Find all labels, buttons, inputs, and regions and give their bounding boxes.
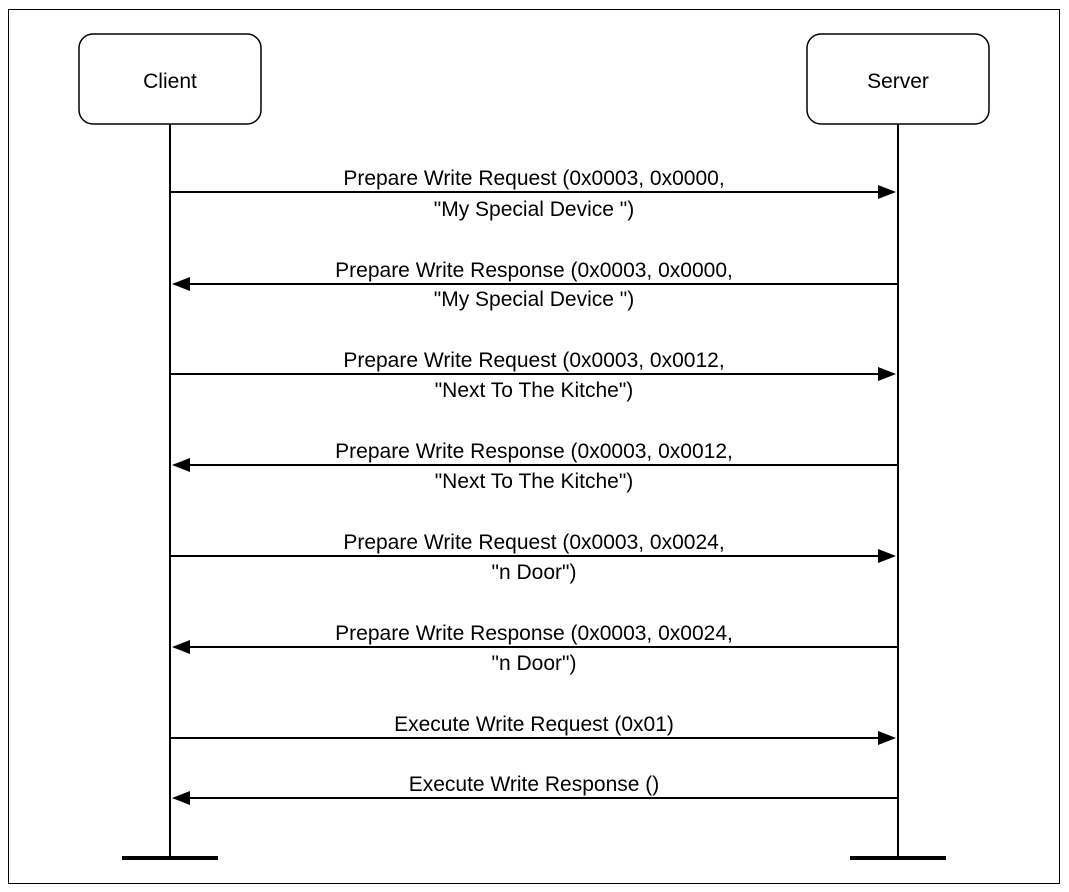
message-label-line1: Prepare Write Response (0x0003, 0x0024, bbox=[335, 622, 733, 645]
message-label-line1: Execute Write Request (0x01) bbox=[394, 713, 674, 736]
message-label-line1: Prepare Write Request (0x0003, 0x0000, bbox=[343, 167, 724, 190]
message-label-line2: "My Special Device ") bbox=[434, 198, 634, 221]
message-label-line2: "n Door") bbox=[492, 652, 577, 675]
client-participant: Client bbox=[78, 33, 262, 860]
message-2: Prepare Write Response (0x0003, 0x0000, … bbox=[172, 259, 898, 311]
server-label: Server bbox=[867, 70, 929, 93]
message-label-line1: Prepare Write Response (0x0003, 0x0012, bbox=[335, 440, 733, 463]
arrowhead-right bbox=[878, 549, 896, 563]
arrowhead-left bbox=[172, 791, 190, 805]
message-1: Prepare Write Request (0x0003, 0x0000, "… bbox=[170, 167, 896, 221]
message-7: Execute Write Request (0x01) bbox=[170, 713, 896, 745]
arrowhead-left bbox=[172, 458, 190, 472]
message-label-line1: Prepare Write Response (0x0003, 0x0000, bbox=[335, 259, 733, 282]
arrowhead-left bbox=[172, 277, 190, 291]
message-label-line1: Prepare Write Request (0x0003, 0x0024, bbox=[343, 531, 724, 554]
message-6: Prepare Write Response (0x0003, 0x0024, … bbox=[172, 622, 898, 675]
message-label-line2: "My Special Device ") bbox=[434, 288, 634, 311]
message-label-line2: "Next To The Kitche") bbox=[435, 470, 634, 493]
diagram-frame bbox=[8, 9, 1060, 884]
client-label: Client bbox=[143, 70, 197, 93]
message-label-line1: Execute Write Response () bbox=[409, 773, 660, 796]
message-label-line1: Prepare Write Request (0x0003, 0x0012, bbox=[343, 349, 724, 372]
arrowhead-left bbox=[172, 640, 190, 654]
server-participant: Server bbox=[806, 33, 990, 860]
message-label-line2: "n Door") bbox=[492, 561, 577, 584]
message-8: Execute Write Response () bbox=[172, 773, 898, 805]
message-4: Prepare Write Response (0x0003, 0x0012, … bbox=[172, 440, 898, 493]
message-label-line2: "Next To The Kitche") bbox=[435, 379, 634, 402]
message-3: Prepare Write Request (0x0003, 0x0012, "… bbox=[170, 349, 896, 402]
arrowhead-right bbox=[878, 367, 896, 381]
arrowhead-right bbox=[878, 731, 896, 745]
message-5: Prepare Write Request (0x0003, 0x0024, "… bbox=[170, 531, 896, 584]
arrowhead-right bbox=[878, 185, 896, 199]
